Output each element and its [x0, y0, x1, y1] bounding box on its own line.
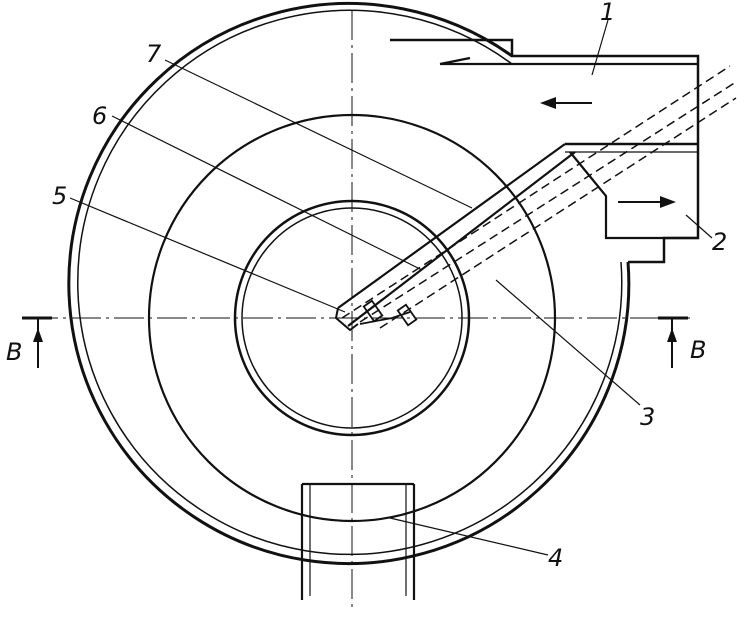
- leader-3: [495, 279, 641, 406]
- label-4: 4: [548, 544, 563, 572]
- duct-housing: [390, 38, 700, 264]
- label-7: 7: [146, 40, 162, 68]
- label-2: 2: [712, 228, 727, 256]
- outlet-duct: [439, 56, 698, 66]
- leader-1: [591, 19, 609, 76]
- outflow-arrow: [540, 97, 592, 109]
- inlet-duct-lower: [569, 151, 698, 240]
- inflow-arrow: [618, 196, 676, 208]
- label-5: 5: [52, 182, 67, 210]
- section-label-left: B: [6, 338, 22, 366]
- leader-7: [164, 59, 473, 209]
- outer-housing-inner-wall: [77, 9, 623, 556]
- section-label-right: B: [690, 336, 706, 364]
- bottom-outlet: [300, 482, 416, 600]
- inner-chamber-inner: [241, 207, 463, 429]
- leader-6: [111, 115, 423, 271]
- section-marker-right: [658, 316, 688, 368]
- middle-ring: [147, 113, 557, 523]
- leader-4: [389, 517, 549, 556]
- label-6: 6: [92, 102, 107, 130]
- inner-chamber-outer: [233, 199, 471, 437]
- leader-5: [69, 197, 346, 313]
- label-3: 3: [640, 403, 655, 431]
- outer-housing-wall: [67, 2, 631, 566]
- leader-2: [685, 214, 713, 239]
- label-1: 1: [600, 0, 615, 26]
- section-marker-left: [22, 316, 52, 368]
- lance-assembly: [334, 65, 737, 332]
